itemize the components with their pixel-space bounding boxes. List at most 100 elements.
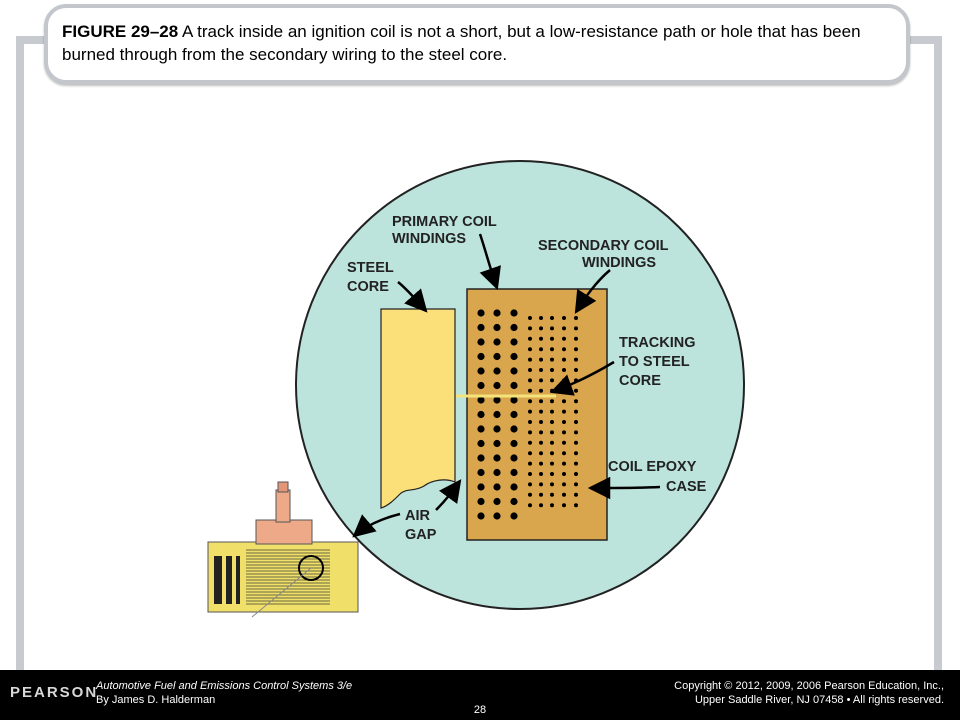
primary-winding-dot: [510, 309, 518, 317]
secondary-winding-dot: [562, 388, 566, 393]
secondary-winding-dot: [528, 409, 532, 414]
secondary-winding-dot: [539, 326, 543, 331]
secondary-winding-dot: [539, 430, 543, 435]
secondary-winding-dot: [550, 451, 554, 456]
primary-winding-dot: [493, 367, 501, 375]
secondary-winding-dot: [574, 409, 578, 414]
secondary-winding-dot: [562, 492, 566, 497]
secondary-winding-dot: [562, 503, 566, 508]
primary-winding-dot: [477, 468, 485, 477]
primary-winding-dot: [493, 396, 501, 404]
secondary-winding-dot: [574, 368, 578, 372]
secondary-winding-dot: [539, 503, 543, 508]
tracking-label-3: CORE: [619, 373, 661, 389]
secondary-winding-dot: [550, 316, 554, 320]
primary-winding-dot: [510, 410, 518, 419]
secondary-winding-dot: [562, 399, 566, 404]
secondary-winding-dot: [528, 347, 532, 352]
primary-winding-dot: [493, 338, 501, 346]
primary-winding-dot: [493, 468, 501, 477]
secondary-winding-dot: [550, 409, 554, 414]
secondary-winding-dot: [528, 336, 532, 341]
secondary-winding-dot: [562, 440, 566, 445]
primary-winding-dot: [477, 309, 485, 317]
figure-label: FIGURE 29–28: [62, 22, 179, 41]
primary-winding-dot: [510, 497, 518, 506]
secondary-winding-dot: [550, 347, 554, 352]
primary-winding-dot: [477, 439, 485, 448]
secondary-winding-dot: [528, 503, 532, 508]
secondary-winding-dot: [550, 492, 554, 497]
primary-winding-dot: [493, 512, 501, 520]
airgap-arrow-left: [352, 512, 401, 538]
secondary-winding-dot: [562, 368, 566, 372]
secondary-winding-dot: [539, 492, 543, 497]
secondary-winding-dot: [539, 357, 543, 362]
secondary-winding-dot: [562, 316, 566, 320]
secondary-winding-dot: [562, 461, 566, 466]
secondary-winding-dot: [550, 378, 554, 383]
epoxy-label-2: CASE: [666, 479, 707, 495]
ignition-coil-diagram: PRIMARY COIL WINDINGS SECONDARY COIL WIN…: [207, 160, 745, 618]
primary-arrow: [478, 233, 501, 291]
secondary-winding-dot: [528, 357, 532, 362]
primary-winding-dot: [477, 454, 485, 462]
secondary-winding-dot: [539, 472, 543, 476]
secondary-winding-dot: [528, 420, 532, 424]
tracking-label-2: TO STEEL: [619, 354, 690, 370]
steel-label-2: CORE: [347, 279, 389, 295]
secondary-winding-dot: [528, 461, 532, 466]
publisher-logo: PEARSON: [10, 684, 99, 701]
secondary-winding-dot: [574, 461, 578, 466]
secondary-winding-dot: [550, 326, 554, 331]
secondary-winding-dot: [539, 440, 543, 445]
secondary-winding-dot: [574, 472, 578, 476]
primary-winding-dot: [510, 425, 518, 433]
secondary-winding-dot: [562, 430, 566, 435]
secondary-winding-dot: [528, 316, 532, 320]
secondary-winding-dot: [528, 492, 532, 497]
secondary-winding-dot: [562, 326, 566, 331]
secondary-winding-dot: [562, 482, 566, 487]
primary-winding-dot: [493, 381, 501, 390]
secondary-winding-dot: [574, 357, 578, 362]
primary-winding-dot: [493, 439, 501, 448]
secondary-winding-dot: [574, 326, 578, 331]
secondary-winding-dot: [550, 399, 554, 404]
primary-winding-dots: [477, 309, 518, 520]
primary-winding-dot: [510, 338, 518, 346]
secondary-winding-dot: [539, 399, 543, 404]
secondary-winding-dot: [550, 336, 554, 341]
secondary-winding-dot: [550, 472, 554, 476]
secondary-winding-dot: [574, 440, 578, 445]
primary-label-1: PRIMARY COIL: [392, 214, 497, 230]
primary-winding-dot: [510, 381, 518, 390]
secondary-winding-dot: [528, 482, 532, 487]
airgap-label-1: AIR: [405, 508, 431, 524]
frame-top-left-bar: [16, 36, 46, 44]
secondary-winding-dot: [539, 378, 543, 383]
secondary-winding-dot: [574, 420, 578, 424]
secondary-winding-dot: [574, 430, 578, 435]
secondary-winding-dot: [528, 378, 532, 383]
tracking-label-1: TRACKING: [619, 335, 696, 351]
primary-winding-dot: [477, 410, 485, 419]
primary-winding-dot: [493, 323, 501, 332]
secondary-winding-dot: [562, 472, 566, 476]
secondary-winding-dot: [539, 388, 543, 393]
secondary-winding-dot: [539, 316, 543, 320]
coil-winding-lines: [246, 549, 330, 605]
secondary-winding-dot: [528, 430, 532, 435]
page-number: 28: [473, 704, 487, 716]
primary-label-2: WINDINGS: [392, 231, 466, 247]
steel-core-arrow: [397, 281, 428, 313]
secondary-winding-dot: [539, 482, 543, 487]
primary-winding-dot: [477, 381, 485, 390]
primary-winding-dot: [510, 396, 518, 404]
secondary-winding-dot: [539, 420, 543, 424]
book-author: By James D. Halderman: [96, 694, 216, 706]
primary-winding-dot: [510, 468, 518, 477]
primary-winding-dot: [477, 497, 485, 506]
secondary-winding-dot: [574, 347, 578, 352]
secondary-winding-dot: [550, 503, 554, 508]
